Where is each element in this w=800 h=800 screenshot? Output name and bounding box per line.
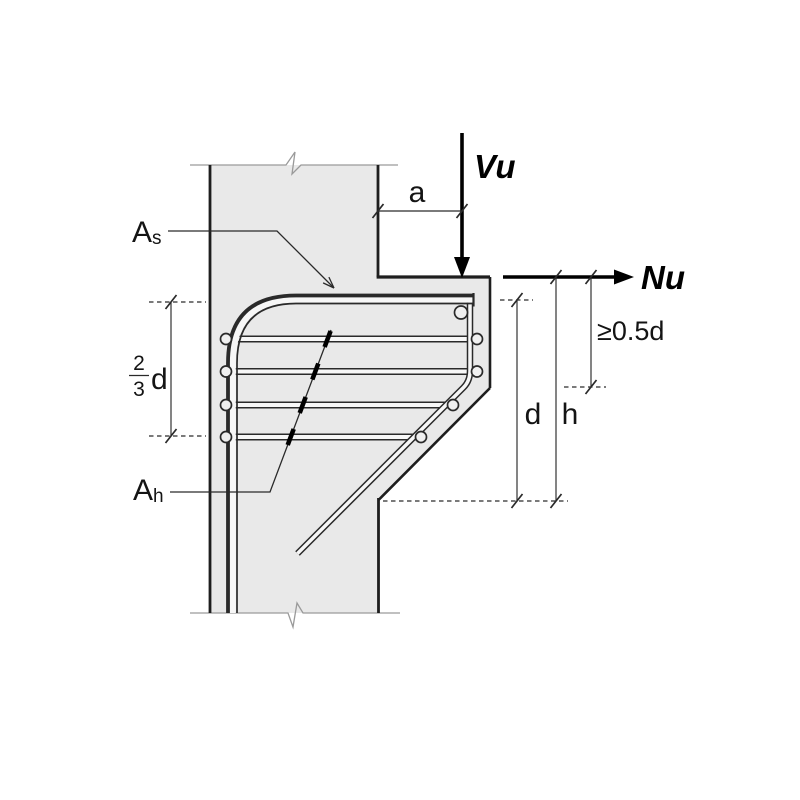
- hoop-stirrups: [226, 335, 477, 441]
- anchor-bar-circle: [453, 305, 469, 320]
- framing-bar: [295, 297, 474, 556]
- two-thirds-d-label: 2 3 d: [129, 352, 168, 401]
- break-line-top: [190, 151, 398, 176]
- stirrup-end-hooks: [219, 332, 484, 444]
- dim-half-d: [564, 269, 606, 395]
- svg-text:d: d: [151, 363, 168, 396]
- main-bar-as: [226, 293, 475, 613]
- ah-label: Ah: [133, 474, 164, 507]
- half-d-label: ≥0.5d: [597, 316, 664, 346]
- d-label: d: [525, 398, 542, 431]
- svg-text:3: 3: [133, 378, 145, 401]
- a-label: a: [409, 176, 426, 209]
- vu-label: Vu: [474, 148, 516, 185]
- concrete-outline: [208, 165, 492, 613]
- dim-h: [549, 269, 563, 509]
- svg-text:2: 2: [133, 352, 145, 375]
- break-line-bottom: [190, 601, 400, 630]
- as-leader: [168, 230, 335, 289]
- vu-load-arrow: [454, 133, 470, 278]
- nu-load-arrow: [503, 269, 634, 285]
- nu-label: Nu: [641, 259, 685, 296]
- dim-d: [500, 292, 533, 509]
- ah-leader: [170, 329, 333, 493]
- dim-two-thirds-d: [149, 294, 206, 444]
- as-label: As: [132, 216, 162, 249]
- dim-a: [371, 203, 469, 219]
- h-label: h: [562, 398, 579, 431]
- concrete-body: [210, 165, 490, 613]
